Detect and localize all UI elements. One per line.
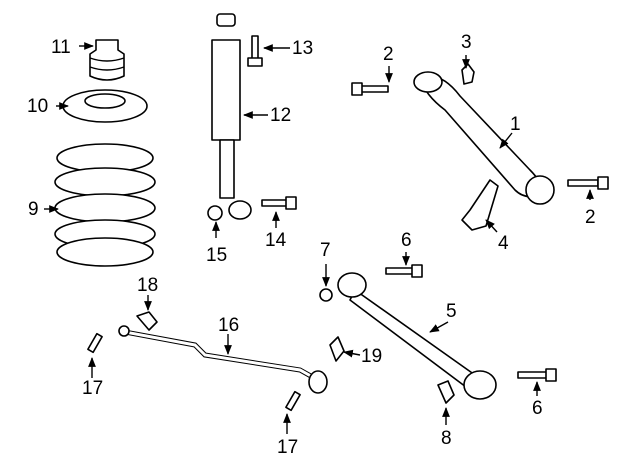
callout-9: 9 — [28, 199, 39, 220]
spring-seat — [62, 89, 148, 123]
callout-3: 3 — [461, 32, 472, 53]
callout-16: 16 — [218, 315, 240, 336]
callout-13: 13 — [292, 38, 314, 59]
callout-2b: 2 — [585, 207, 596, 228]
callout-4: 4 — [498, 233, 509, 254]
callout-19: 19 — [361, 346, 383, 367]
callout-11: 11 — [51, 37, 71, 58]
callout-8: 8 — [441, 428, 452, 449]
lower-control-arm — [337, 272, 497, 404]
callout-6: 6 — [401, 230, 412, 251]
bump-stop — [89, 39, 125, 81]
shock-absorber — [211, 13, 252, 220]
leader-lines — [44, 42, 594, 434]
upper-control-arm — [413, 63, 555, 231]
callout-5: 5 — [446, 301, 457, 322]
callout-14: 14 — [265, 230, 287, 251]
coil-spring — [54, 143, 156, 267]
callout-17: 17 — [82, 378, 104, 399]
callout-7: 7 — [320, 240, 331, 261]
callout-10: 10 — [27, 96, 49, 117]
callout-6b: 6 — [532, 398, 543, 419]
callout-15: 15 — [206, 245, 228, 266]
callout-1: 1 — [510, 114, 521, 135]
callout-18: 18 — [137, 275, 159, 296]
callout-12: 12 — [270, 105, 292, 126]
callout-17b: 17 — [277, 437, 299, 458]
bolts — [87, 35, 609, 412]
callout-2: 2 — [383, 44, 394, 65]
